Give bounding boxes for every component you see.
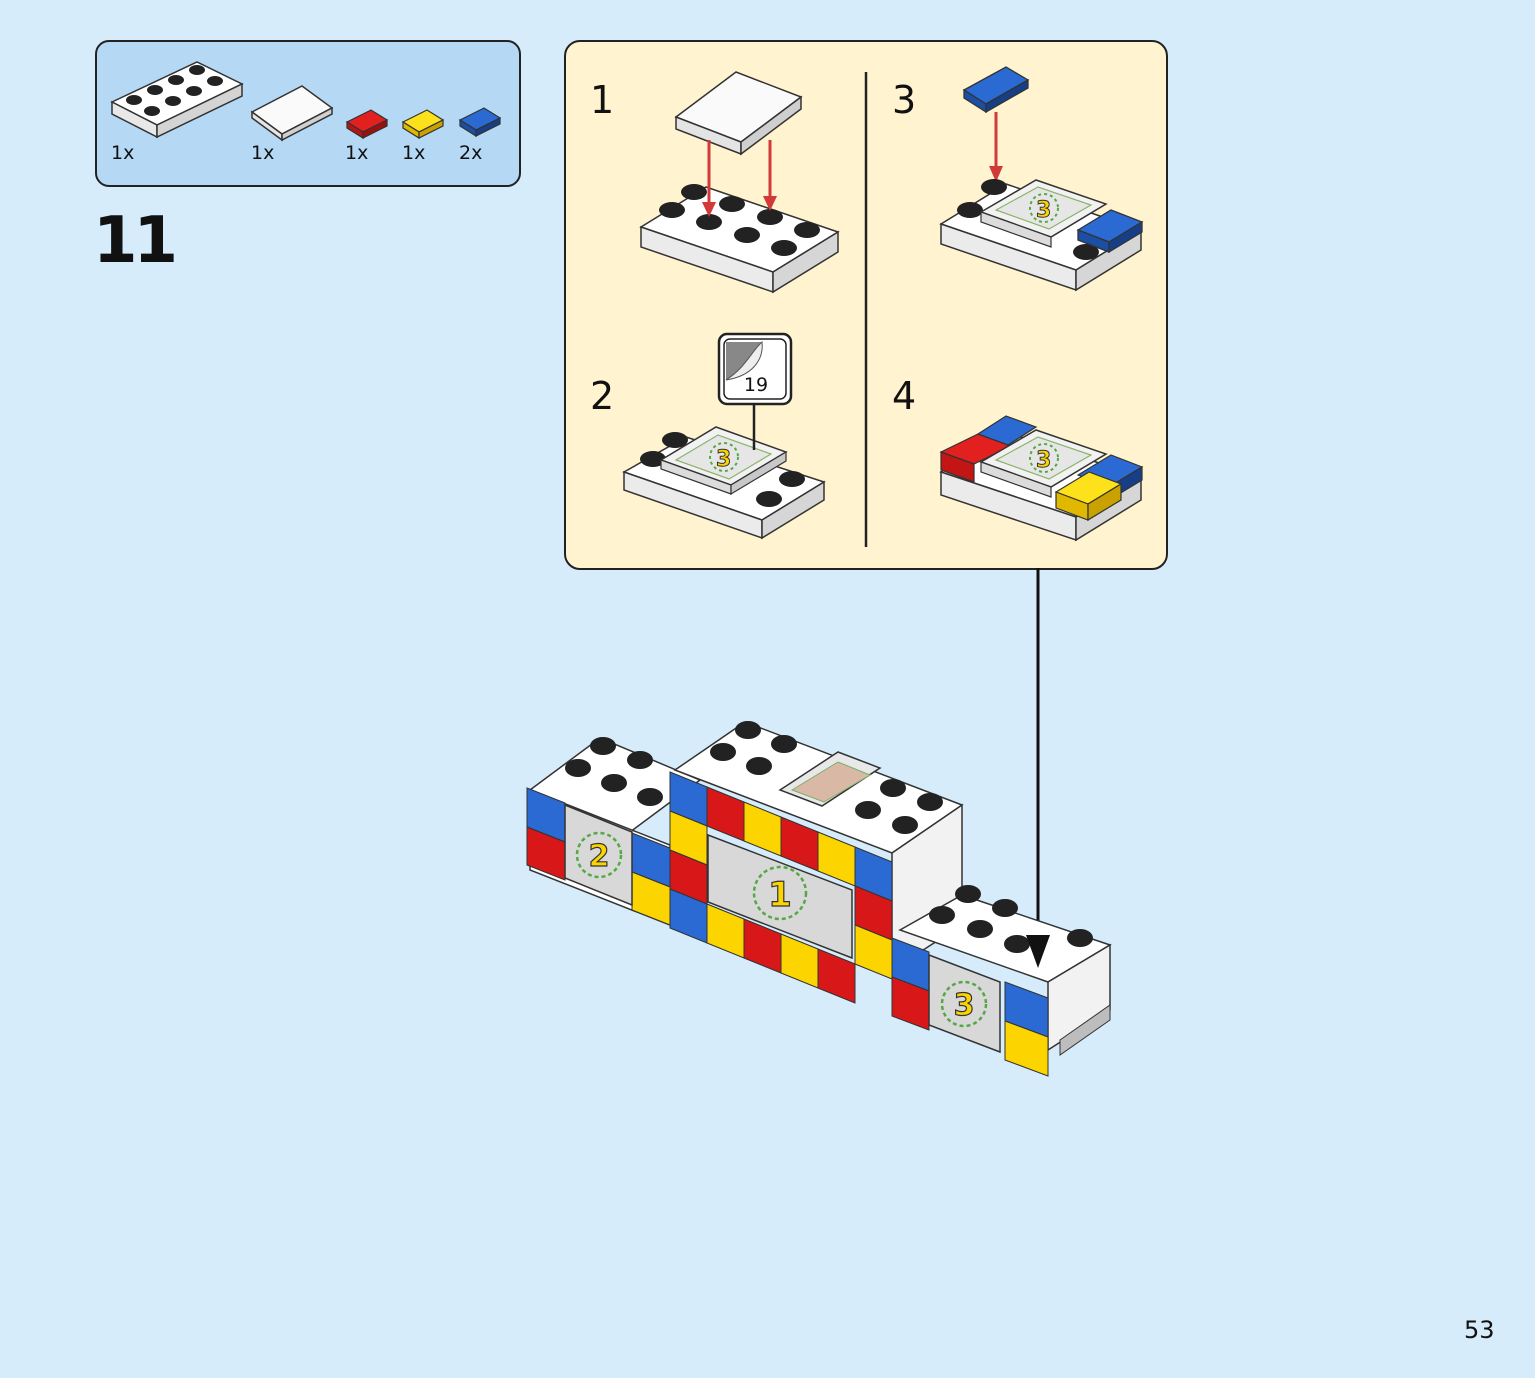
substep-2-illustration: 3 (622, 332, 826, 540)
substep-1-illustration (639, 71, 840, 294)
substep-3-illustration: 3 (939, 66, 1144, 292)
part-qty: 1x (402, 142, 426, 164)
substep-label-4: 4 (892, 374, 917, 418)
podium-second-block: 2 (526, 737, 702, 927)
part-qty: 1x (111, 142, 135, 164)
placement-arrow-head (1026, 935, 1050, 968)
podium-badge-2: 2 (589, 839, 610, 874)
part-red-tile-1x1 (345, 109, 389, 140)
substep-label-3: 3 (892, 78, 917, 122)
part-white-plate-2x4 (110, 61, 244, 139)
sub-assembly-callout: 3 3 (564, 40, 1168, 570)
substep-label-1: 1 (590, 78, 615, 122)
parts-list-box: 1x 1x 1x 1x 2x (95, 40, 521, 187)
svg-text:3: 3 (1036, 448, 1051, 473)
part-qty: 1x (345, 142, 369, 164)
sticker-number: 19 (743, 374, 769, 396)
part-qty: 2x (459, 142, 483, 164)
parts-illustrations (110, 61, 502, 142)
podium-third-block: 3 (891, 885, 1112, 1077)
svg-text:3: 3 (716, 447, 731, 472)
part-yellow-tile-1x1 (401, 109, 445, 140)
step-number: 11 (93, 204, 178, 278)
substep-4-illustration: 3 (939, 415, 1144, 542)
page-number: 53 (1464, 1316, 1495, 1344)
part-blue-tile-1x1 (458, 107, 502, 138)
callout-illustrations: 3 3 (622, 66, 1144, 547)
podium-badge-3: 3 (954, 988, 975, 1023)
podium-badge-1: 1 (768, 875, 792, 915)
svg-text:3: 3 (1036, 198, 1051, 223)
part-qty: 1x (251, 142, 275, 164)
substep-label-2: 2 (590, 374, 615, 418)
part-white-tile-2x2 (250, 85, 334, 142)
